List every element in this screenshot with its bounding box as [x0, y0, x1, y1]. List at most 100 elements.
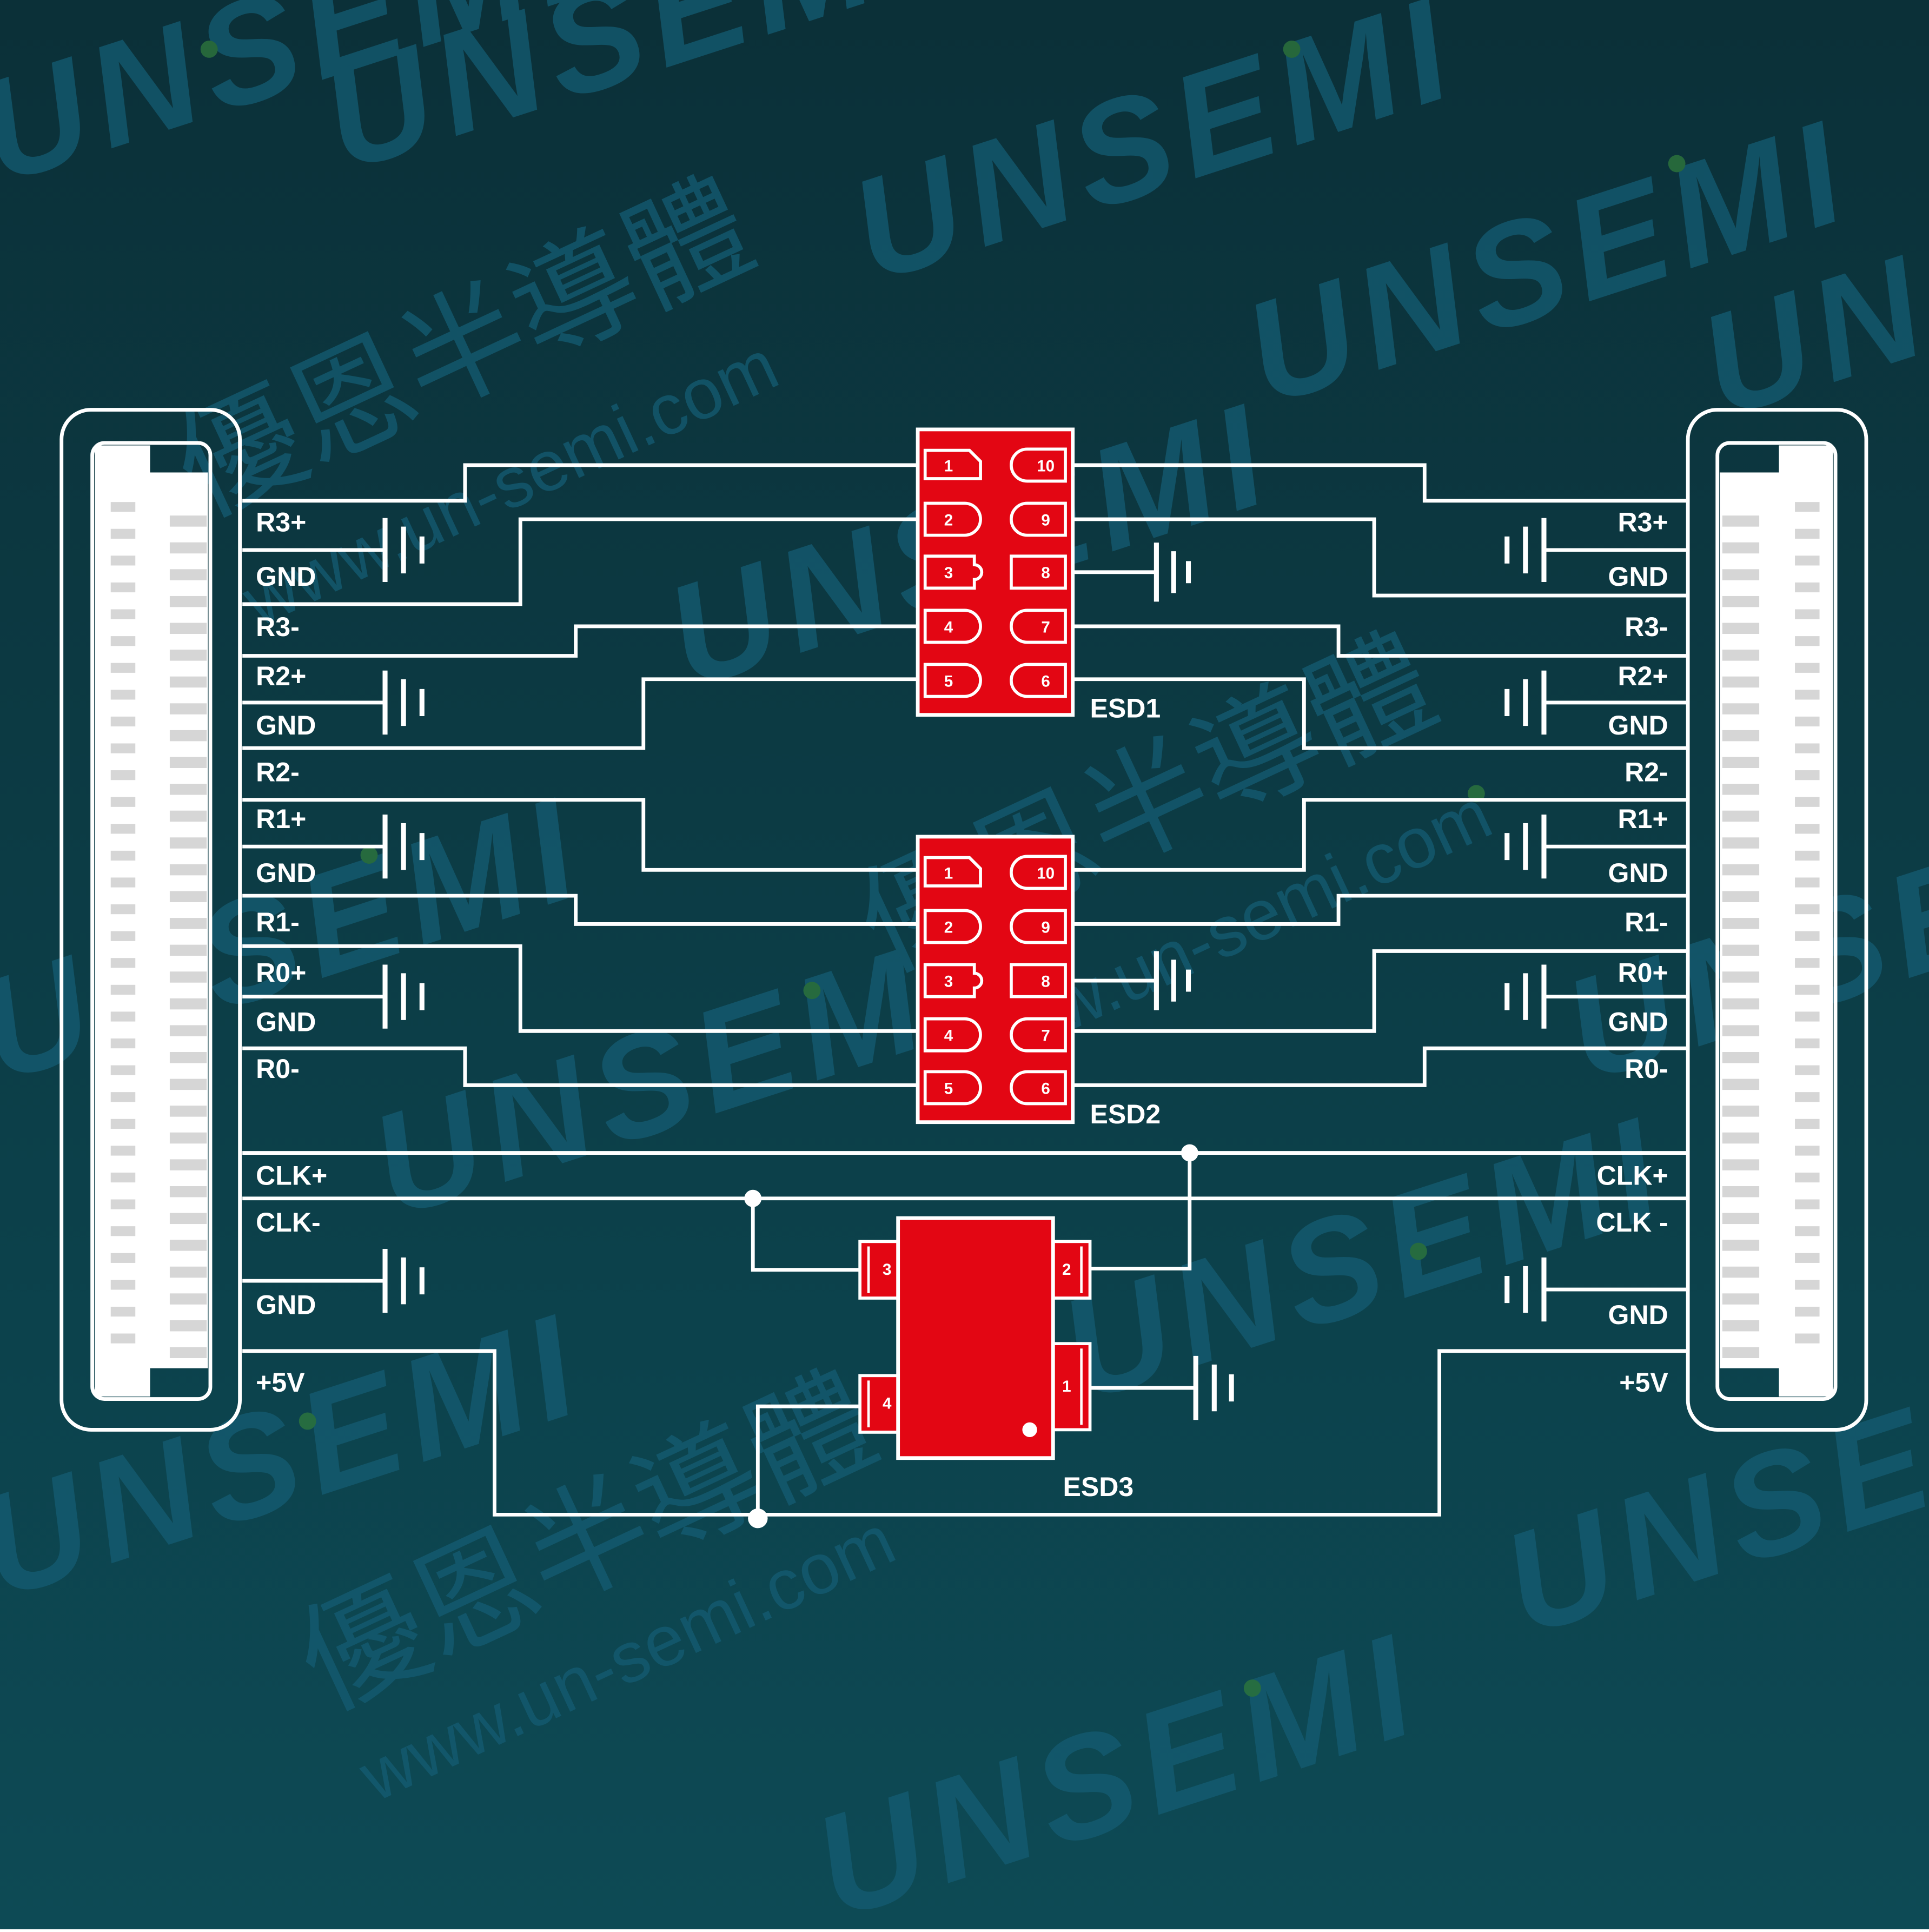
connector-pin — [1795, 797, 1820, 807]
pin-6-label: 6 — [1041, 1080, 1050, 1097]
wire-r0m-left — [242, 1046, 918, 1087]
label-r1p-left: R1+ — [256, 804, 306, 834]
connector-pin — [110, 1065, 136, 1075]
connector-pin — [110, 1011, 136, 1022]
connector-pin — [110, 931, 136, 941]
label-clkm-left: CLK- — [256, 1207, 320, 1238]
connector-pin — [1795, 904, 1820, 915]
connector-pin — [169, 676, 207, 688]
connector-pin — [169, 864, 207, 876]
chip-body — [916, 427, 1075, 717]
junction-dot — [744, 1189, 762, 1207]
pin-3-label: 3 — [944, 564, 953, 582]
connector-pin — [1795, 502, 1820, 512]
pin-9-outline — [1010, 909, 1067, 944]
connector-pin — [169, 1132, 207, 1144]
watermark-dot — [1243, 1679, 1261, 1697]
connector-pin — [169, 891, 207, 902]
pin-1-outline — [923, 448, 982, 480]
wire-r2m-left — [242, 677, 918, 750]
connector-pin — [110, 958, 136, 968]
ground-symbol — [1504, 1257, 1687, 1322]
connector-pin — [1795, 931, 1820, 941]
connector-pin — [1795, 1038, 1820, 1049]
connector-pin — [169, 1347, 207, 1359]
connector-pin — [110, 1119, 136, 1129]
wires — [242, 463, 1687, 1517]
connector-pin — [169, 542, 207, 554]
connector-teeth — [1722, 502, 1820, 1359]
connector-pin — [110, 770, 136, 780]
watermark-dot — [803, 982, 821, 1000]
connector-pin — [169, 1186, 207, 1197]
connector-pin — [1795, 770, 1820, 780]
connector-pin — [110, 1306, 136, 1317]
connector-pin — [169, 1213, 207, 1225]
wire-r1p-left — [242, 798, 918, 872]
pin-2-label: 2 — [944, 918, 953, 936]
connector-pin — [1795, 1333, 1820, 1344]
pin-3-label: 3 — [944, 972, 953, 990]
connector-pin — [169, 596, 207, 607]
connector-pin — [1722, 676, 1760, 688]
connector-pin — [1795, 1119, 1820, 1129]
ground-symbol — [242, 518, 425, 583]
connector-pin — [110, 636, 136, 646]
connector-pin — [110, 1146, 136, 1156]
connector-pin — [169, 1159, 207, 1170]
connector-pin — [110, 1172, 136, 1183]
label-r0m-right: R0- — [1625, 1054, 1668, 1084]
connector-pin — [110, 1199, 136, 1209]
pin-4-outline — [923, 1017, 982, 1053]
connector-pin — [1795, 1146, 1820, 1156]
wire-clkp-to-esd3 — [1090, 1153, 1192, 1271]
connector-pin — [1722, 1186, 1760, 1197]
connector-pin — [1722, 1213, 1760, 1225]
connector-pin — [1722, 1240, 1760, 1251]
connector-body — [90, 441, 213, 1401]
connector-pin — [169, 1079, 207, 1090]
connector-pin — [1722, 650, 1760, 661]
label-r0p-right: R0+ — [1618, 957, 1668, 988]
connector-pin — [169, 1320, 207, 1332]
label-r2m-left: R2- — [256, 757, 300, 788]
connector-pin — [110, 904, 136, 915]
pin-10-outline — [1010, 447, 1067, 483]
left-connector — [59, 408, 242, 1432]
connector-pin — [169, 784, 207, 795]
connector-pin — [169, 1240, 207, 1251]
label-gnd2-left: GND — [256, 710, 316, 740]
watermark-dot — [1668, 155, 1686, 173]
connector-pin — [110, 555, 136, 566]
connector-pin — [1795, 1253, 1820, 1263]
connector-pin — [169, 998, 207, 1010]
pin-4-label: 4 — [883, 1395, 892, 1413]
connector-pin — [1722, 784, 1760, 795]
connector-pin — [1795, 1306, 1820, 1317]
junction-dot — [1181, 1144, 1198, 1162]
pin-3-outline — [923, 554, 984, 590]
label-r3m-right: R3- — [1625, 612, 1668, 642]
label-gnd4-right: GND — [1608, 1007, 1668, 1037]
label-r0p-left: R0+ — [256, 957, 306, 988]
wire-r1p-right — [1072, 798, 1687, 872]
label-clkp-left: CLK+ — [256, 1161, 327, 1191]
connector-pin — [1795, 690, 1820, 700]
pin-10-label: 10 — [1037, 457, 1055, 475]
pin-9-outline — [1010, 501, 1067, 537]
connector-pin — [110, 1226, 136, 1236]
pin-8-label: 8 — [1041, 564, 1050, 582]
esd3-lead-3 — [858, 1240, 901, 1300]
label-gnd3-left: GND — [256, 858, 316, 888]
connector-pin — [1722, 542, 1760, 554]
connector-pin — [169, 650, 207, 661]
wire-r0m-right — [1072, 1046, 1687, 1087]
pin1-marker — [1022, 1422, 1037, 1438]
label-r3p-left: R3+ — [256, 507, 306, 538]
connector-pin — [169, 757, 207, 768]
connector-pin — [110, 1253, 136, 1263]
pin-5-label: 5 — [944, 1080, 953, 1097]
pin-3-outline — [923, 963, 984, 998]
label-r3p-right: R3+ — [1618, 507, 1668, 538]
